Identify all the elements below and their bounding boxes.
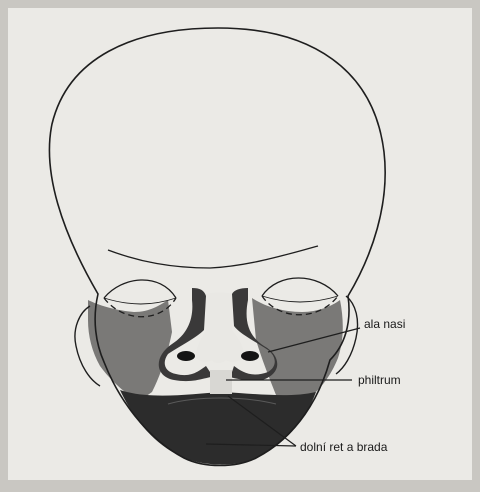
philtrum-label: philtrum (358, 373, 401, 387)
philtrum-area (210, 370, 232, 394)
lower-lip-chin-label: dolní ret a brada (300, 440, 388, 454)
ala-nasi-label: ala nasi (364, 317, 405, 331)
left-nostril (177, 351, 195, 361)
right-nostril (241, 351, 259, 361)
